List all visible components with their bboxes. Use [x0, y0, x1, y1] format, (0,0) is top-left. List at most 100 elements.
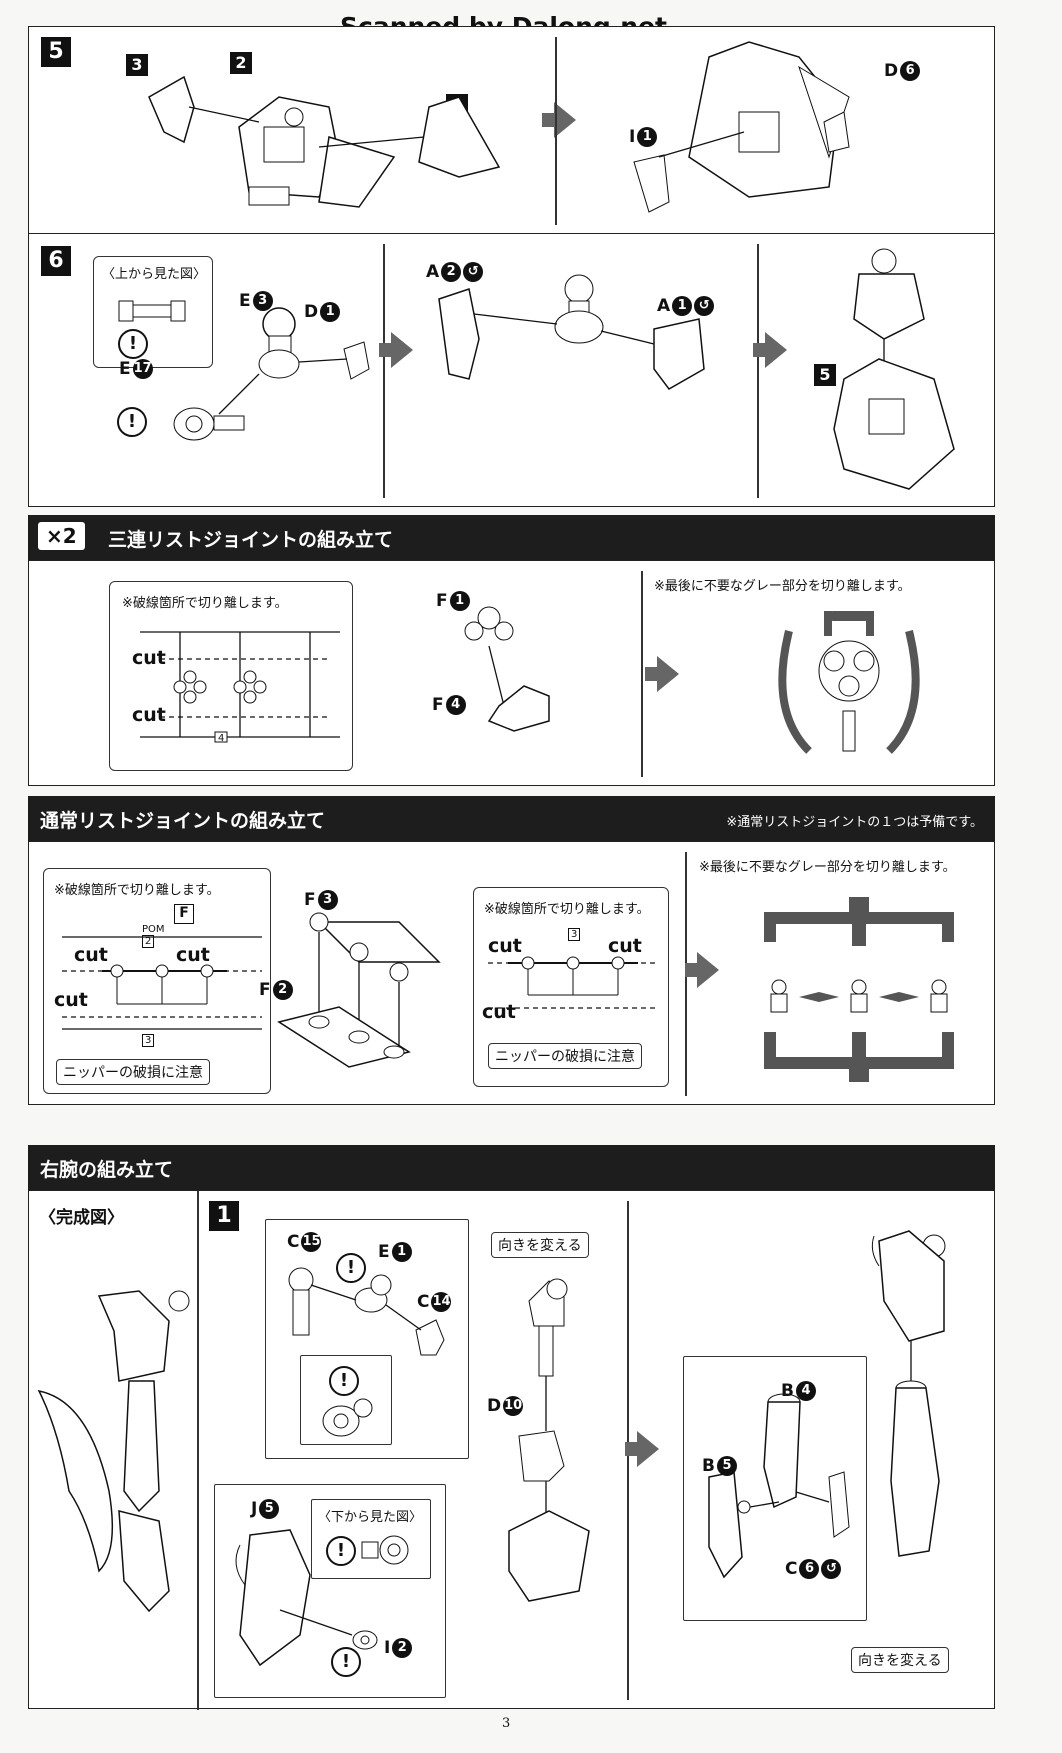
forearm-parts-callout: [683, 1356, 867, 1621]
step6-joint-parts-drawing: [173, 307, 370, 441]
complete-view-label: 〈完成図〉: [39, 1208, 124, 1228]
callout-5: 5: [814, 364, 836, 386]
callout-2: 2: [230, 52, 252, 74]
divider: [197, 1191, 199, 1710]
cut-label: cut: [482, 1001, 516, 1023]
exclamation-icon: !: [117, 407, 147, 437]
cut-label: cut: [54, 989, 88, 1011]
exclamation-icon: !: [326, 1536, 356, 1566]
right-arrow-icon: [625, 1431, 659, 1467]
step-number: 6: [41, 246, 71, 276]
complete-arm-drawing: [37, 1290, 190, 1613]
step6-shoulder-drawing: [438, 274, 705, 390]
section-title: 三連リストジョイントの組み立て: [108, 529, 394, 551]
exclamation-icon: !: [329, 1366, 359, 1396]
spare-note: ※通常リストジョイントの１つは予備です。: [726, 815, 983, 830]
divider: [383, 244, 385, 498]
cut-label: cut: [132, 704, 166, 726]
runner-number: 3: [142, 1034, 155, 1047]
right-arm-header: 右腕の組み立て: [28, 1145, 995, 1191]
runner-number: 3: [568, 928, 581, 941]
joint-detail-drawing: [322, 1398, 373, 1437]
section-title: 通常リストジョイントの組み立て: [40, 810, 326, 832]
exclamation-icon: !: [336, 1253, 366, 1283]
cut-label: cut: [74, 944, 108, 966]
parts-callout-top: ! !: [265, 1219, 469, 1459]
divider: [757, 244, 759, 498]
exclamation-icon: !: [118, 329, 148, 359]
triple-wrist-gray-drawing: [778, 611, 920, 754]
runner-cut-callout: ※破線箇所で切り離します。 cut cut 4: [109, 581, 353, 771]
right-arrow-icon: [753, 332, 787, 368]
runner-drawing: [62, 936, 262, 1030]
normal-wrist-parts-drawing: [277, 912, 441, 1068]
runner-drawing: [140, 631, 340, 743]
nipper-caution: ニッパーの破損に注意: [56, 1059, 210, 1085]
step-number: 1: [209, 1201, 239, 1231]
multiplier-badge: ×2: [38, 522, 85, 550]
parts-callout-bottom: 〈下から見た図〉 ! !: [214, 1484, 446, 1698]
flip-hint-icon: ↺: [463, 262, 484, 282]
normal-wrist-panel: ※破線箇所で切り離します。 F POM 2 3 cut cut cut ニッパー…: [28, 841, 995, 1105]
divider: [555, 37, 557, 225]
section-title: 右腕の組み立て: [40, 1159, 174, 1181]
page-number: 3: [502, 1716, 511, 1731]
step-number: 5: [41, 37, 71, 67]
gray-cut-note: ※最後に不要なグレー部分を切り離します。: [699, 860, 956, 875]
bottom-view-label: 〈下から見た図〉: [318, 1510, 423, 1525]
step6-assembled-drawing: [833, 248, 955, 490]
top-view-label: 〈上から見た図〉: [102, 267, 207, 282]
step5-head-parts-drawing: [148, 75, 501, 208]
runner-number: 2: [142, 935, 155, 948]
assembled-arm-drawing: [871, 1230, 946, 1557]
nipper-caution: ニッパーの破損に注意: [488, 1043, 642, 1069]
cut-label: cut: [608, 935, 642, 957]
exclamation-icon: !: [331, 1647, 361, 1677]
joint-parts-drawing: [288, 1267, 445, 1356]
joint-bottom-view-drawing: [361, 1535, 409, 1565]
cut-label: cut: [488, 935, 522, 957]
flip-label: 向きを変える: [851, 1647, 949, 1673]
step5-head-assembled-drawing: [633, 41, 850, 213]
callout-3: 3: [126, 54, 148, 76]
runner-cut-callout-right: ※破線箇所で切り離します。 3 cut cut cut ニッパーの破損に注意: [473, 887, 669, 1087]
forearm-parts-drawing: [708, 1393, 850, 1579]
right-arrow-icon: [379, 332, 413, 368]
bottom-view-callout: 〈下から見た図〉 !: [311, 1499, 431, 1579]
upper-arm-drawing: [508, 1278, 590, 1602]
runner-cut-callout-left: ※破線箇所で切り離します。 F POM 2 3 cut cut cut ニッパー…: [43, 868, 271, 1094]
triple-wrist-parts-drawing: [464, 606, 550, 732]
runner-letter: F: [174, 904, 194, 924]
normal-wrist-gray-drawing: [764, 897, 954, 1082]
gray-cut-note: ※最後に不要なグレー部分を切り離します。: [654, 579, 911, 594]
triple-wrist-header: ×2 三連リストジョイントの組み立て: [28, 515, 995, 561]
normal-wrist-header: 通常リストジョイントの組み立て ※通常リストジョイントの１つは予備です。: [28, 796, 995, 842]
runner-pom: POM: [142, 924, 165, 935]
right-arrow-icon: [685, 952, 719, 988]
step5-panel: 5 3 2 4 I1 D6: [28, 26, 995, 234]
runner-drawing: [488, 956, 658, 1009]
right-arrow-icon: [645, 656, 679, 692]
cut-label: cut: [132, 647, 166, 669]
